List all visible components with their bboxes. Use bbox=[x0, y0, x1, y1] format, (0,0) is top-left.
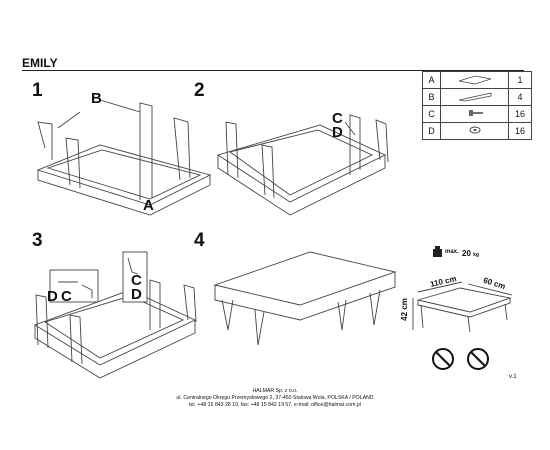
part-qty: 1 bbox=[508, 71, 532, 89]
load-number: 20 bbox=[462, 249, 471, 258]
step-1-number: 1 bbox=[32, 80, 43, 101]
callout-c: C bbox=[332, 110, 343, 127]
part-letter: D bbox=[422, 122, 441, 140]
footer-company: HALMAR Sp. z o.o. bbox=[252, 388, 298, 394]
callout-c-right: C bbox=[131, 272, 142, 289]
part-qty: 16 bbox=[508, 105, 532, 123]
screw-icon bbox=[440, 105, 509, 123]
part-letter: A bbox=[422, 71, 441, 89]
step-4-number: 4 bbox=[194, 230, 205, 251]
parts-table: A 1 B 4 C 16 D 16 bbox=[422, 71, 532, 140]
callout-a: A bbox=[143, 197, 154, 214]
step-2-number: 2 bbox=[194, 80, 205, 101]
load-unit: kg bbox=[473, 252, 479, 258]
step-2-drawing bbox=[216, 114, 389, 216]
parts-row: D 16 bbox=[422, 122, 532, 140]
callout-d-right: D bbox=[131, 286, 142, 303]
parts-row: B 4 bbox=[422, 88, 532, 106]
leg-icon bbox=[440, 88, 509, 106]
dimensions-drawing bbox=[412, 281, 513, 333]
height-dimension: 42 cm bbox=[399, 298, 409, 321]
load-value: 20 kg bbox=[462, 249, 479, 258]
part-letter: C bbox=[422, 105, 441, 123]
footer-address: ul. Centralnego Okręgu Przemysłowego 2, … bbox=[176, 395, 374, 401]
callout-d: D bbox=[332, 124, 343, 141]
footer-contact: tel. +48 15 843 28 10, fax: +48 15 842 1… bbox=[189, 402, 361, 408]
version-label: v.1 bbox=[509, 374, 517, 380]
part-letter: B bbox=[422, 88, 441, 106]
callout-d-left: D bbox=[47, 288, 58, 305]
step-3-number: 3 bbox=[32, 230, 43, 251]
weight-icon bbox=[433, 246, 442, 257]
parts-row: C 16 bbox=[422, 105, 532, 123]
part-qty: 4 bbox=[508, 88, 532, 106]
part-qty: 16 bbox=[508, 122, 532, 140]
step-3-drawing bbox=[33, 251, 197, 379]
document-title: EMILY bbox=[22, 56, 58, 70]
parts-row: A 1 bbox=[422, 71, 532, 89]
step-1-drawing bbox=[36, 99, 212, 216]
washer-icon bbox=[440, 122, 509, 140]
step-4-drawing bbox=[213, 251, 397, 346]
callout-b: B bbox=[91, 90, 102, 107]
load-label: max. bbox=[445, 249, 459, 255]
warning-icons bbox=[432, 348, 489, 370]
tray-icon bbox=[440, 71, 509, 89]
header-rule bbox=[22, 70, 524, 72]
callout-c-left: C bbox=[61, 288, 72, 305]
